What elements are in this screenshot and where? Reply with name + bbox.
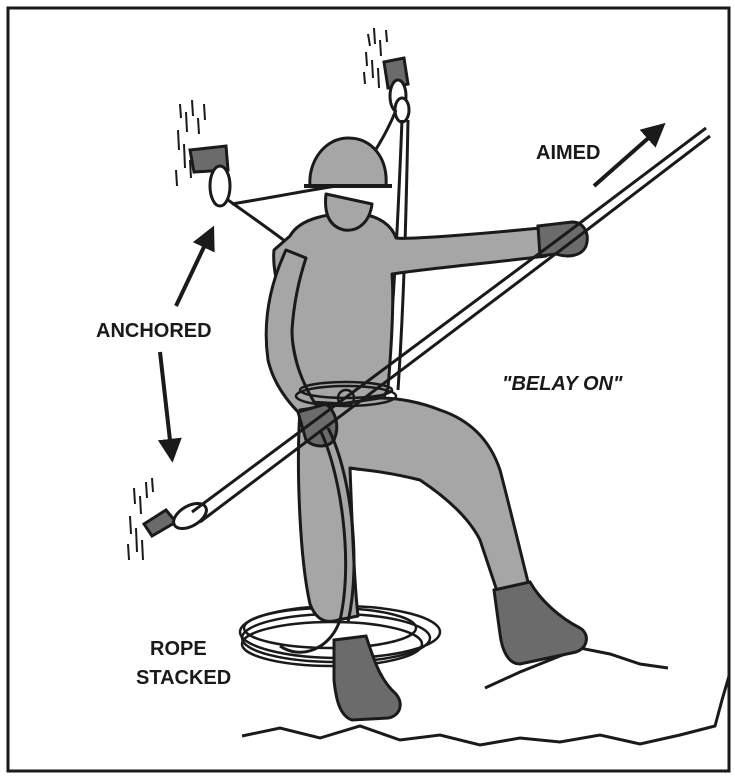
- upper-left-anchor: [190, 146, 230, 206]
- right-boot: [494, 582, 586, 664]
- aimed-label: AIMED: [536, 141, 600, 165]
- upper-right-anchor-rock: [364, 28, 387, 88]
- stacked-label: STACKED: [136, 666, 231, 690]
- anchored-arrow-down: [160, 352, 172, 458]
- anchored-label: ANCHORED: [96, 319, 212, 343]
- left-boot: [334, 636, 400, 720]
- aimed-arrow: [594, 126, 662, 186]
- right-glove: [538, 222, 587, 256]
- belay-on-label: "BELAY ON": [502, 372, 622, 396]
- rope-label: ROPE: [150, 637, 207, 661]
- anchored-arrow-up: [176, 230, 212, 306]
